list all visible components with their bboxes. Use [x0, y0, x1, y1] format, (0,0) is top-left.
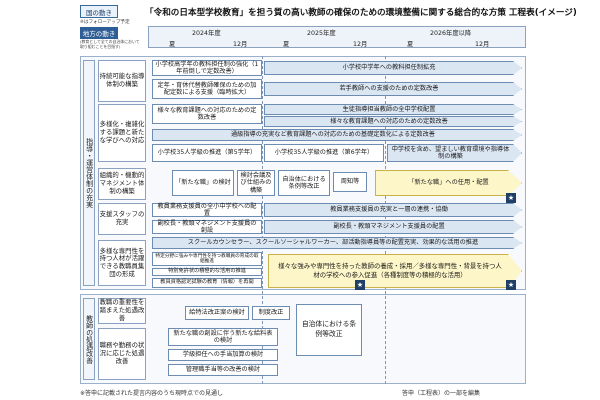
item-education-issues-quota-2024: 様々な教育課題への対応のための定数改善 [152, 104, 262, 124]
star-icon: ★ [506, 193, 516, 203]
item-special-license: 特別免許状の積極的な活用の推進 [152, 268, 262, 276]
item-class-size-grade5: 小学校35人学級の推進（第5学年） [152, 144, 262, 162]
divider-2025 [262, 56, 263, 384]
item-new-post-appointment: 「新たな職」への任用・配置 [375, 170, 522, 196]
item-municipal-ordinance: 自治体における条例等改正 [278, 170, 330, 196]
item-specialist-training: 特定分野に強みや専門性を持つ教職員の育成の取組推進 [152, 252, 262, 266]
year-2026: 2026年度以降 [430, 30, 472, 37]
category-support-staff: 支援スタッフの充実 [98, 203, 146, 235]
year-2025: 2025年度 [307, 30, 336, 37]
item-new-salary-table: 新たな職の創設に伴う新たな給料表の検討 [168, 328, 278, 346]
year-2024: 2024年度 [192, 30, 221, 37]
item-counselor-placement: スクールカウンセラー、スクールソーシャルワーカー、部活動指導員等の配置充実、効果… [152, 237, 522, 249]
item-manager-allowance: 管理職手当等の改善の検討 [168, 364, 278, 376]
summer-2024: 夏 [169, 41, 176, 48]
item-student-guidance-teacher: 生徒指導担当教師の全中学校配置 [264, 104, 522, 115]
item-homeroom-allowance: 学級担任への手当加算の検討 [168, 349, 278, 361]
item-publicity: 周知等 [333, 172, 367, 192]
december-2025: 12月 [353, 41, 368, 48]
item-municipal-ordinance-revision: 自治体における条例等改正 [296, 304, 362, 356]
timeline-header [148, 26, 526, 48]
summer-2025: 夏 [283, 41, 290, 48]
item-young-teacher-support: 若手教師への支援のための定数改善 [264, 82, 522, 96]
december-2024: 12月 [233, 41, 248, 48]
local-tag: 地方の動き [80, 27, 118, 39]
item-upper-grade-subject-teacher: 小学校高学年の教科担任制の強化（1年前倒しで定数改善） [152, 60, 262, 76]
section-label-shidou: 指導・運営体制の充実 [83, 60, 95, 286]
item-work-support-staff-placement: 教員業務支援員の全小中学校への配置 [152, 203, 262, 217]
category-diverse-issues: 多様化・複雑化する課題と新たな学びへの対応 [98, 104, 146, 162]
page-title: 「令和の日本型学校教育」を担う質の高い教師の確保のための環境整備に関する総合的な… [145, 8, 577, 18]
item-system-revision: 制度改正 [252, 306, 290, 320]
category-diverse-talent: 多様な専門性を持つ人材が活躍できる教職員集団の形成 [98, 240, 146, 286]
item-vice-principal-support-placement: 副校長・教頭マネジメント支援員の配置 [264, 220, 522, 234]
item-desirable-environment: 中学校を含め、望ましい教育環境や指導体制の構築 [387, 144, 522, 162]
category-sustainable-system: 持続可能な指導体制の構築 [98, 60, 146, 102]
national-tag: 国の動き [80, 5, 118, 18]
footer-note: ※答申に記載された提言内容のうち現時点での見通し [80, 390, 224, 397]
star-icon: ★ [506, 280, 516, 290]
follow-up-note: ※はフォローアップ予定 [80, 20, 130, 25]
item-substitute-teacher-support: 定年・育休代替教師確保のための加配定数による支援（臨時拡大） [152, 79, 262, 99]
local-note: (教育として全ての自治体において取り組むことを目指す) [80, 39, 140, 49]
item-class-size-grade6: 小学校35人学級の推進（第6学年） [264, 144, 384, 162]
item-middle-grade-subject-teacher: 小学校中学年への教科担任制拡充 [264, 61, 522, 75]
item-new-post-study: 「新たな職」の検討 [172, 170, 234, 196]
star-icon: ★ [355, 280, 365, 290]
category-management: 組織的・機動的マネジメント体制の構築 [98, 168, 146, 200]
summer-2026: 夏 [407, 41, 414, 48]
item-diverse-teacher-recruitment: 様々な強みや専門性を持った教師の養成・採用／多様な専門性・背景を持つ人材の学校へ… [268, 254, 522, 288]
item-vice-principal-support-create: 副校長・教頭マネジメント支援員の創設 [152, 220, 262, 234]
item-work-support-staff-collaboration: 教員業務支援員の充実と一層の連携・協働 [264, 203, 522, 217]
item-resource-room-instruction: 通級指導の充実など教育課題への対応のための基礎定数化による定数改善 [152, 129, 522, 141]
item-certification-exam: 教員資格認定試験の教育（情報）を再開 [152, 278, 262, 288]
item-study-meeting: 検討会議及び仕組みの構築 [237, 170, 275, 196]
category-importance: 教職の重要性を踏まえた処遇改善 [98, 298, 146, 324]
december-2026: 12月 [475, 41, 490, 48]
category-duty-based: 職務や勤務の状況に応じた処遇改善 [98, 328, 146, 380]
footer-source: 答申（工程表）の一部を編集 [402, 390, 481, 397]
item-education-issues-quota: 様々な教育課題への対応のための定数改善 [264, 116, 522, 127]
item-kyutoku-law-study: 給特法改正案の検討 [185, 306, 249, 320]
section-label-kyoushi: 教師の処遇改善 [83, 298, 95, 380]
